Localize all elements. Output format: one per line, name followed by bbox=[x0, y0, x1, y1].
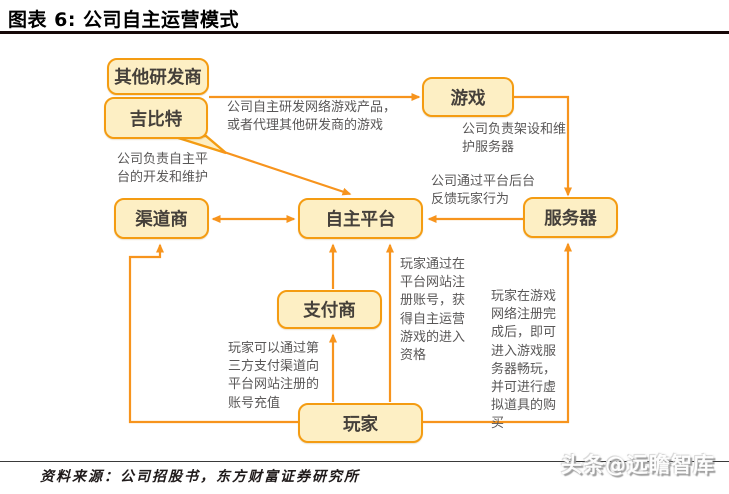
annotation-develop: 公司自主研发网络游戏产品， 或者代理其他研发商的游戏 bbox=[227, 100, 397, 134]
node-own-platform-label: 自主平台 bbox=[325, 210, 396, 230]
node-gigabit: 吉比特 bbox=[104, 97, 208, 139]
footer-rule bbox=[0, 461, 729, 462]
node-channel-vendor: 渠道商 bbox=[114, 198, 209, 239]
annotation-feedback: 公司通过平台后台 反馈玩家行为 bbox=[431, 174, 536, 208]
node-channel-vendor-label: 渠道商 bbox=[135, 210, 188, 230]
node-player: 玩家 bbox=[298, 403, 423, 443]
arrow-gigabit-to-platform bbox=[220, 149, 352, 196]
title-rule bbox=[0, 31, 729, 34]
annotation-recharge: 玩家可以通过第 三方支付渠道向 平台网站注册的 账号充值 bbox=[228, 341, 320, 411]
node-other-developers: 其他研发商 bbox=[107, 58, 209, 95]
node-game-label: 游戏 bbox=[450, 88, 486, 109]
node-payment-provider-label: 支付商 bbox=[303, 301, 356, 321]
node-other-developers-label: 其他研发商 bbox=[114, 68, 202, 88]
annotation-platform-maintain: 公司负责自主平 台的开发和维护 bbox=[117, 152, 209, 186]
source-text: 资料来源：公司招股书，东方财富证券研究所 bbox=[40, 469, 360, 485]
watermark: 头条@远瞻智库 bbox=[561, 453, 715, 477]
annotation-server-maintain: 公司负责架设和维 护服务器 bbox=[462, 122, 567, 156]
page-title: 图表 6: 公司自主运营模式 bbox=[8, 9, 240, 31]
node-own-platform: 自主平台 bbox=[298, 198, 423, 239]
annotation-play: 玩家在游戏 网络注册完 成后，即可 进入游戏服 务器畅玩， 并可进行虚 拟道具的… bbox=[491, 289, 557, 432]
node-server: 服务器 bbox=[523, 197, 618, 238]
annotation-register: 玩家通过在 平台网站注 册账号，获 得自主运营 游戏的进入 资格 bbox=[400, 257, 466, 363]
node-game: 游戏 bbox=[422, 77, 514, 117]
node-player-label: 玩家 bbox=[343, 414, 378, 435]
node-gigabit-label: 吉比特 bbox=[129, 109, 183, 130]
node-server-label: 服务器 bbox=[544, 209, 597, 229]
node-payment-provider: 支付商 bbox=[277, 290, 382, 329]
